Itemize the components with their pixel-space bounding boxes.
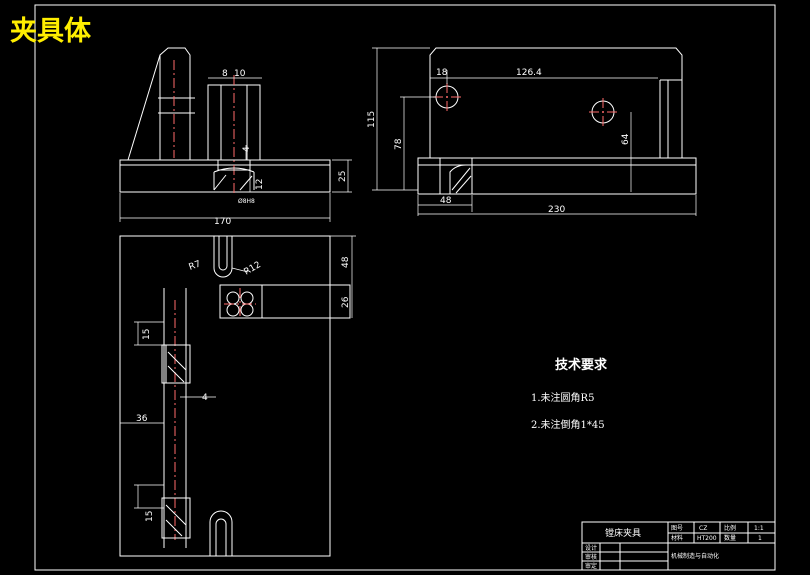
front-upright (159, 47, 191, 160)
requirements-heading: 技术要求 (555, 357, 608, 373)
front-dim-4: 4 (242, 146, 252, 152)
title-block-checker-label: 审核 (585, 553, 597, 561)
title-block-name: 镗床夹具 (605, 527, 641, 539)
front-dim-25: 25 (338, 171, 348, 182)
title-block-scale-label: 比例 (724, 524, 736, 532)
top-base-plate (119, 235, 331, 557)
title-block-organization: 机械制造与自动化 (671, 552, 719, 560)
title-block-qty: 1 (758, 535, 762, 542)
side-dim-126-4: 126.4 (516, 68, 542, 78)
top-dim-15-lower: 15 (145, 511, 155, 522)
technical-requirements: 技术要求 1.未注圆角R5 2.未注倒角1*45 (531, 357, 608, 431)
front-dim-8: 8 (222, 69, 228, 79)
requirement-item-2: 2.未注倒角1*45 (531, 418, 605, 431)
title-block-approver-label: 审定 (585, 562, 597, 570)
front-dim-phi8: Ø8H8 (238, 198, 255, 205)
top-slot-upper (213, 236, 233, 278)
front-view: 8 10 4 12 25 170 Ø8H8 (119, 47, 352, 227)
title-block-scale: 1:1 (754, 525, 764, 532)
top-dim-r12: R12 (243, 260, 263, 278)
drawing-frame (34, 4, 776, 571)
side-dim-230: 230 (548, 205, 565, 215)
title-block: 镗床夹具 图号 CZ 比例 1:1 材料 HT200 数量 1 设计 审核 审定… (581, 521, 776, 571)
drawing-title: 夹具体 (10, 16, 92, 47)
front-dim-10: 10 (234, 69, 246, 79)
title-block-drawing-no-label: 图号 (671, 525, 683, 532)
side-dim-18: 18 (436, 68, 448, 78)
front-dim-170: 170 (214, 217, 231, 227)
side-dim-64: 64 (621, 133, 631, 145)
title-block-qty-label: 数量 (724, 534, 736, 542)
title-block-material-label: 材料 (671, 534, 683, 542)
requirement-item-1: 1.未注圆角R5 (531, 391, 594, 404)
side-view: 18 126.4 115 78 64 48 230 (367, 47, 697, 216)
title-block-material: HT200 (697, 535, 717, 542)
side-upright (429, 47, 683, 158)
title-block-drawing-no: CZ (699, 525, 707, 532)
top-slot-lower (209, 510, 233, 556)
side-dim-48: 48 (440, 196, 452, 206)
top-view: R7 R12 48 26 15 4 36 15 (119, 235, 356, 557)
top-dim-26: 26 (341, 296, 351, 308)
top-dim-r7: R7 (188, 259, 203, 272)
side-dim-115: 115 (367, 111, 377, 128)
top-dim-4: 4 (202, 393, 208, 403)
top-bushing-block (219, 284, 351, 319)
front-dim-12: 12 (255, 179, 265, 190)
side-dim-78: 78 (394, 138, 404, 150)
top-dim-48: 48 (341, 256, 351, 268)
title-block-designer-label: 设计 (585, 544, 597, 552)
side-base-plate (417, 157, 697, 195)
top-dim-15-upper: 15 (142, 329, 152, 340)
top-dim-36: 36 (136, 414, 148, 424)
